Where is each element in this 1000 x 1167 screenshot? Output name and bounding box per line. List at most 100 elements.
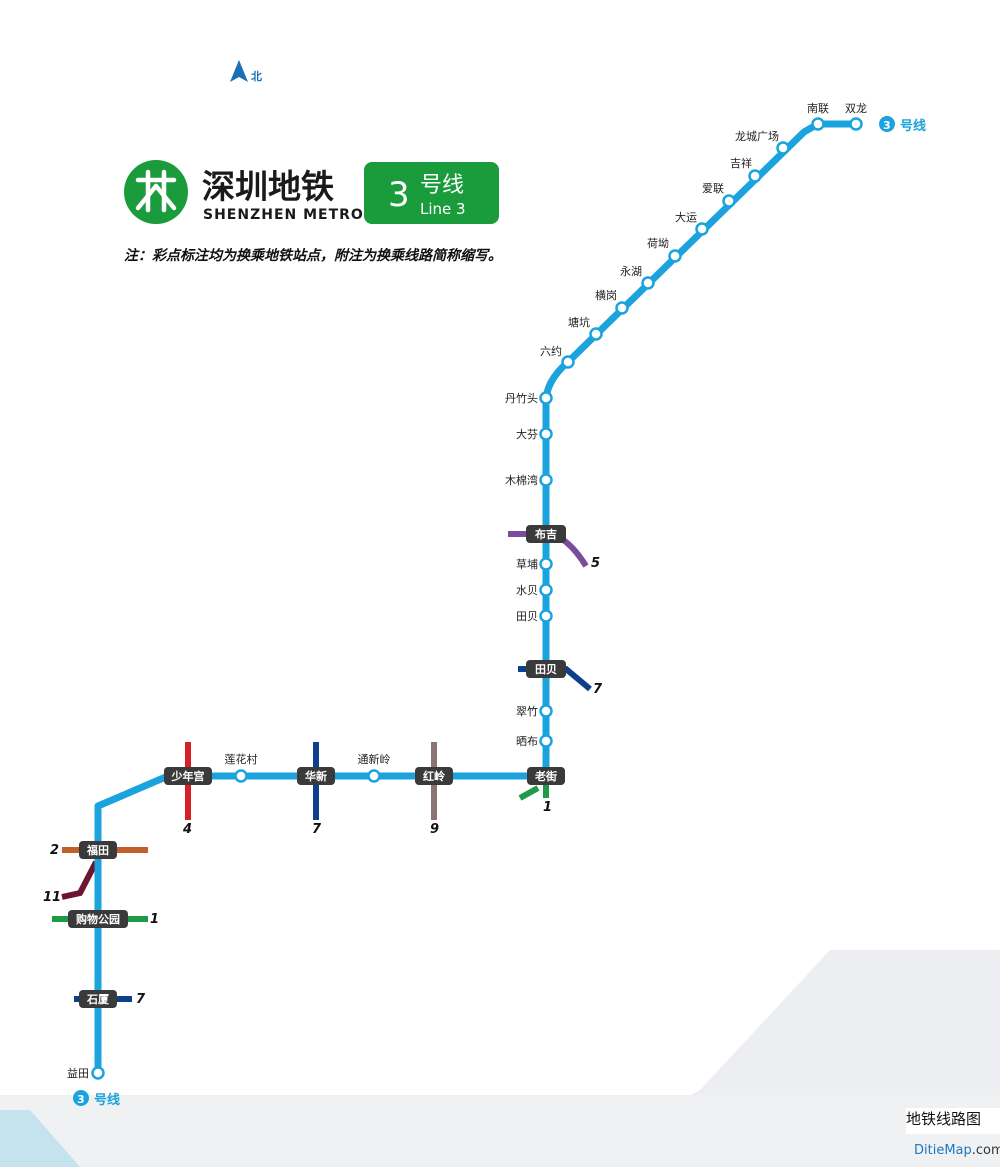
- transfer-line-number: 9: [430, 822, 439, 837]
- station-益田[interactable]: 益田: [67, 1066, 105, 1080]
- station-布吉[interactable]: 布吉 5: [526, 525, 600, 571]
- station-dot: [811, 117, 825, 131]
- station-翠竹[interactable]: 翠竹: [516, 704, 553, 718]
- station-label: 荷坳: [647, 236, 669, 250]
- station-永湖[interactable]: 永湖: [620, 264, 655, 290]
- shenzhen-metro-logo-icon: [124, 160, 188, 224]
- station-dot: [539, 557, 553, 571]
- station-label: 塘坑: [568, 315, 590, 329]
- station-双龙[interactable]: 双龙: [845, 102, 867, 131]
- station-六约[interactable]: 六约: [540, 345, 575, 369]
- station-大运[interactable]: 大运: [675, 210, 709, 236]
- station-label: 华新: [305, 769, 327, 783]
- station-label: 草埔: [516, 558, 538, 571]
- station-老街[interactable]: 老街1: [527, 767, 565, 815]
- station-dot: [234, 769, 248, 783]
- station-木棉湾[interactable]: 木棉湾: [505, 473, 553, 487]
- station-label: 红岭: [423, 769, 445, 783]
- station-爱联[interactable]: 爱联: [702, 182, 736, 208]
- station-红岭[interactable]: 红岭 9: [415, 767, 453, 837]
- transfer-line-number: 1: [150, 912, 159, 927]
- interchange-box: [527, 767, 565, 785]
- north-arrow-icon: 北: [230, 60, 262, 83]
- station-dot: [561, 355, 575, 369]
- station-通新岭[interactable]: 通新岭: [358, 752, 391, 783]
- station-label: 六约: [540, 345, 562, 358]
- station-label: 布吉: [535, 527, 557, 541]
- station-龙城广场[interactable]: 龙城广场: [735, 129, 790, 155]
- station-label: 木棉湾: [505, 473, 538, 487]
- station-草埔[interactable]: 草埔: [516, 557, 553, 571]
- station-dot: [91, 1066, 105, 1080]
- interchange-box: [297, 767, 335, 785]
- station-label: 爱联: [702, 182, 724, 195]
- station-吉祥[interactable]: 吉祥: [730, 156, 762, 183]
- interchange-box: [526, 660, 566, 678]
- transfer-lines: [52, 531, 592, 1002]
- station-莲花村[interactable]: 莲花村: [225, 752, 258, 783]
- station-南联[interactable]: 南联: [807, 102, 829, 131]
- svg-text:北: 北: [251, 69, 262, 83]
- station-dot: [748, 169, 762, 183]
- station-荷坳[interactable]: 荷坳: [647, 236, 682, 263]
- station-label: 大芬: [516, 427, 538, 441]
- station-dot: [722, 194, 736, 208]
- station-dot: [668, 249, 682, 263]
- station-dot: [539, 609, 553, 623]
- station-大芬[interactable]: 大芬: [516, 427, 553, 441]
- transfer-line-number: 11: [43, 890, 61, 905]
- station-丹竹头[interactable]: 丹竹头: [505, 391, 553, 405]
- station-dot: [539, 473, 553, 487]
- station-横岗[interactable]: 横岗: [595, 288, 629, 315]
- station-label: 横岗: [595, 288, 617, 302]
- station-石厦[interactable]: 石厦 7: [79, 990, 146, 1008]
- svg-text:3: 3: [77, 1093, 85, 1106]
- transfer-line-number: 5: [591, 556, 600, 571]
- transfer-line-11: [61, 860, 99, 900]
- station-label: 晒布: [516, 735, 538, 748]
- station-购物公园[interactable]: 购物公园 1: [68, 910, 159, 928]
- station-label: 少年宫: [171, 769, 205, 783]
- station-少年宫[interactable]: 少年宫 4: [164, 767, 212, 837]
- station-dot: [641, 276, 655, 290]
- transfer-line-1: [518, 785, 540, 801]
- station-label: 田贝: [516, 610, 538, 623]
- station-华新[interactable]: 华新 7: [297, 767, 335, 837]
- line-3-route: [94, 120, 860, 1077]
- station-label: 丹竹头: [505, 391, 538, 405]
- station-塘坑[interactable]: 塘坑: [568, 315, 603, 341]
- brand-name-cn: 深圳地铁: [202, 167, 334, 206]
- transfer-line-number: 7: [312, 822, 322, 837]
- transfer-line-number: 1: [543, 800, 552, 815]
- station-晒布[interactable]: 晒布: [516, 734, 553, 748]
- interchange-box: [79, 841, 117, 859]
- station-label: 双龙: [845, 102, 867, 115]
- svg-text:3: 3: [883, 119, 891, 132]
- station-dot: [539, 583, 553, 597]
- transfer-line-number: 4: [182, 822, 192, 837]
- interchange-box: [526, 525, 566, 543]
- station-水贝[interactable]: 水贝: [516, 583, 553, 597]
- station-label: 莲花村: [225, 752, 258, 766]
- station-dot: [589, 327, 603, 341]
- station-田贝[interactable]: 田贝7: [526, 660, 603, 697]
- station-label: 水贝: [516, 584, 538, 597]
- station-dot: [539, 427, 553, 441]
- station-label: 福田: [86, 843, 109, 857]
- station-label: 南联: [807, 102, 829, 115]
- station-label: 石厦: [86, 993, 110, 1006]
- station-label: 龙城广场: [735, 129, 779, 143]
- line-badge-name-en: Line 3: [420, 200, 466, 218]
- transfer-line-number: 7: [136, 992, 146, 1007]
- station-label: 购物公园: [76, 912, 120, 926]
- line-badge-number: 3: [388, 175, 410, 215]
- terminal-label-south: 3 号线: [73, 1090, 120, 1108]
- station-田贝[interactable]: 田贝: [516, 609, 553, 623]
- station-label: 大运: [675, 210, 697, 224]
- line-badge-name-cn: 号线: [420, 173, 464, 198]
- station-dot: [776, 141, 790, 155]
- station-dot: [539, 391, 553, 405]
- station-dot: [539, 734, 553, 748]
